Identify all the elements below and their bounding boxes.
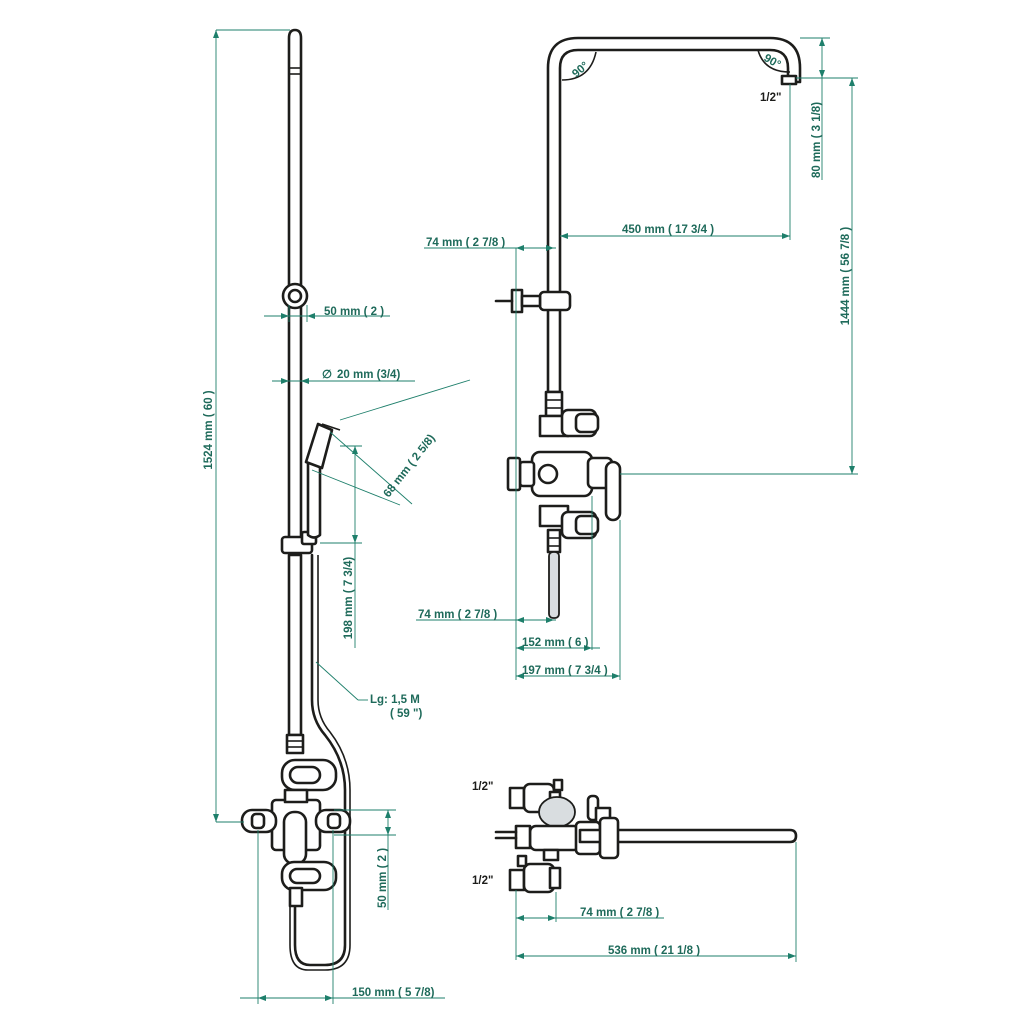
- angle-right: 90°: [762, 52, 783, 71]
- dim-wall-to-body: 152 mm ( 6 ): [522, 637, 589, 649]
- dim-plan-wall-to-riser: 74 mm ( 2 7/8 ): [580, 907, 659, 919]
- control-disc: [538, 796, 576, 828]
- dim-wall-to-lever: 197 mm ( 7 3/4 ): [522, 665, 608, 677]
- wall-bracket: [538, 290, 572, 312]
- handset: [306, 460, 322, 539]
- dim-valve-depth: 50 mm ( 2 ): [377, 848, 389, 908]
- dim-wall-to-riser-bottom: 74 mm ( 2 7/8 ): [418, 609, 497, 621]
- dim-total-height: 1524 mm ( 60 ): [203, 390, 215, 469]
- dim-valve-centres: 150 mm ( 5 7/8): [352, 987, 435, 999]
- hose-outlet: [548, 551, 560, 619]
- dim-wall-to-riser-top: 74 mm ( 2 7/8 ): [426, 237, 505, 249]
- plan-view: 1/2" 1/2" 74 mm ( 2 7/8 ) 536 mm ( 21 1/…: [472, 778, 798, 962]
- dim-rail-diameter: 20 mm (3/4): [337, 369, 400, 381]
- inlet-top-label: 1/2": [472, 781, 493, 793]
- dim-handset-length: 198 mm ( 7 3/4): [343, 557, 355, 640]
- outlet-thread-label: 1/2": [760, 92, 781, 104]
- hose-length-inches: ( 59 "): [390, 708, 422, 720]
- rail-lower: [287, 303, 303, 542]
- front-view: 1524 mm ( 60 ) 50 mm ( 2 ) ∅ 20 mm (3/4)…: [203, 28, 471, 1004]
- plan-body: [528, 824, 582, 852]
- hose-length-label: Lg: 1,5 M: [370, 694, 420, 706]
- side-view: 90° 90° 1/2": [416, 36, 858, 680]
- thermostat-lever-side: [604, 460, 622, 522]
- dim-arm-reach: 450 mm ( 17 3/4 ): [622, 224, 714, 236]
- dim-bracket-offset: 50 mm ( 2 ): [324, 306, 384, 318]
- plan-arm: [578, 828, 798, 844]
- dim-handset-diameter: 68 mm ( 2 5/8): [381, 432, 437, 499]
- angle-left: 90°: [570, 60, 591, 81]
- slide-rail: [287, 28, 303, 290]
- thermostat-lever: [282, 810, 308, 866]
- dim-head-drop: 80 mm ( 3 1/8): [811, 102, 823, 178]
- diameter-symbol-rail: ∅: [322, 369, 332, 381]
- dim-riser-height: 1444 mm ( 56 7/8 ): [840, 227, 852, 326]
- dim-plan-total: 536 mm ( 21 1/8 ): [608, 945, 700, 957]
- inlet-bottom-label: 1/2": [472, 875, 493, 887]
